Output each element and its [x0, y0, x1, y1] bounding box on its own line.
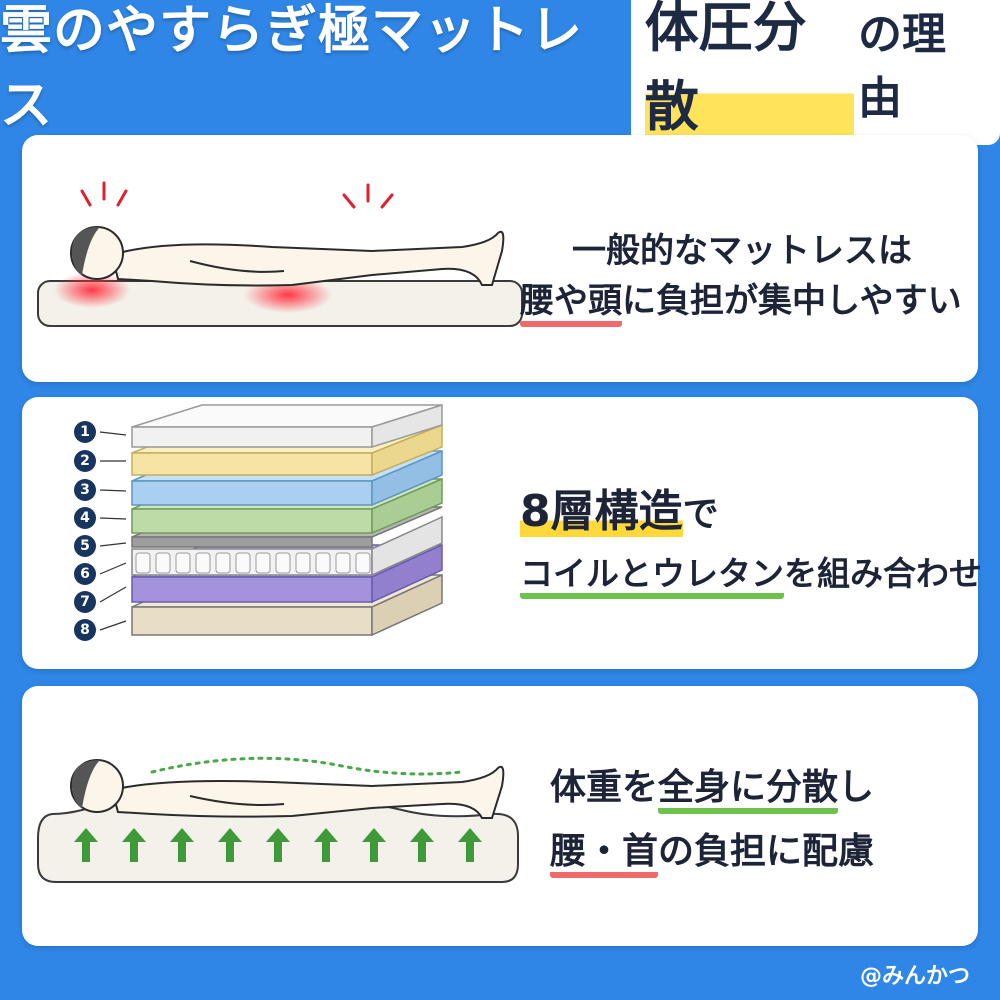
title-suffix: の理由: [858, 9, 947, 124]
card1-line2-rest: に負担が集中しやすい: [622, 281, 962, 321]
card3-line1-b: し: [838, 767, 875, 808]
card3-line2: 腰・首の負担に配慮: [550, 822, 875, 878]
card-structure: 1 2 3 4 5 6 7 8 8層構造で コイルとウレタンを組み合わせ: [22, 397, 982, 669]
layer-number-8: 8: [74, 619, 96, 641]
person-on-mattress-illustration: [37, 181, 523, 327]
card3-line2-rest: の負担に配慮: [658, 831, 875, 872]
card3-underline-red: 腰・首: [550, 831, 659, 878]
card3-line1-a: 体重を: [550, 767, 659, 808]
layer-number-4: 4: [74, 507, 96, 529]
spine-alignment-line: [150, 756, 464, 776]
card2-line1: 8層構造で: [520, 475, 719, 539]
page-title: 雲のやすらぎ極マットレス 体圧分散 の理由: [0, 0, 1000, 145]
layer-number-5: 5: [74, 535, 96, 557]
card3-underline-green: 全身に分散: [658, 767, 839, 814]
card2-line2-rest: を組み合わせ: [784, 554, 982, 593]
card2-line2: コイルとウレタンを組み合わせ: [520, 547, 982, 599]
supported-person-illustration: [37, 756, 519, 883]
layer-number-2: 2: [74, 450, 96, 472]
title-main: 雲のやすらぎ極マットレス: [0, 1, 584, 136]
title-highlight-pill: 体圧分散 の理由: [630, 0, 1000, 145]
pain-mark: [342, 193, 356, 209]
author-handle: @みんかつ: [859, 964, 970, 989]
card2-underline-green: コイルとウレタン: [520, 554, 784, 599]
support-arrows: [74, 828, 482, 862]
layer-number-3: 3: [74, 479, 96, 501]
layer-number-6: 6: [74, 563, 96, 585]
title-highlight: 体圧分散: [644, 0, 855, 141]
card1-underline-red: 腰や頭: [520, 281, 622, 327]
layer-number-7: 7: [74, 591, 96, 613]
head-pressure-glow: [54, 272, 130, 308]
layer-stack-illustration: [99, 403, 443, 637]
card2-line1-rest: で: [682, 494, 719, 535]
card3-line1: 体重を全身に分散し: [550, 758, 875, 814]
pain-mark: [80, 189, 92, 207]
card1-line1: 一般的なマットレスは: [572, 231, 912, 271]
card-solution: 体重を全身に分散し 腰・首の負担に配慮: [22, 686, 978, 946]
card2-highlight: 8層構造: [520, 486, 683, 537]
card-problem: 一般的なマットレスは 腰や頭に負担が集中しやすい: [22, 135, 978, 382]
layer-number-1: 1: [74, 421, 96, 443]
card1-line2: 腰や頭に負担が集中しやすい: [520, 273, 962, 327]
